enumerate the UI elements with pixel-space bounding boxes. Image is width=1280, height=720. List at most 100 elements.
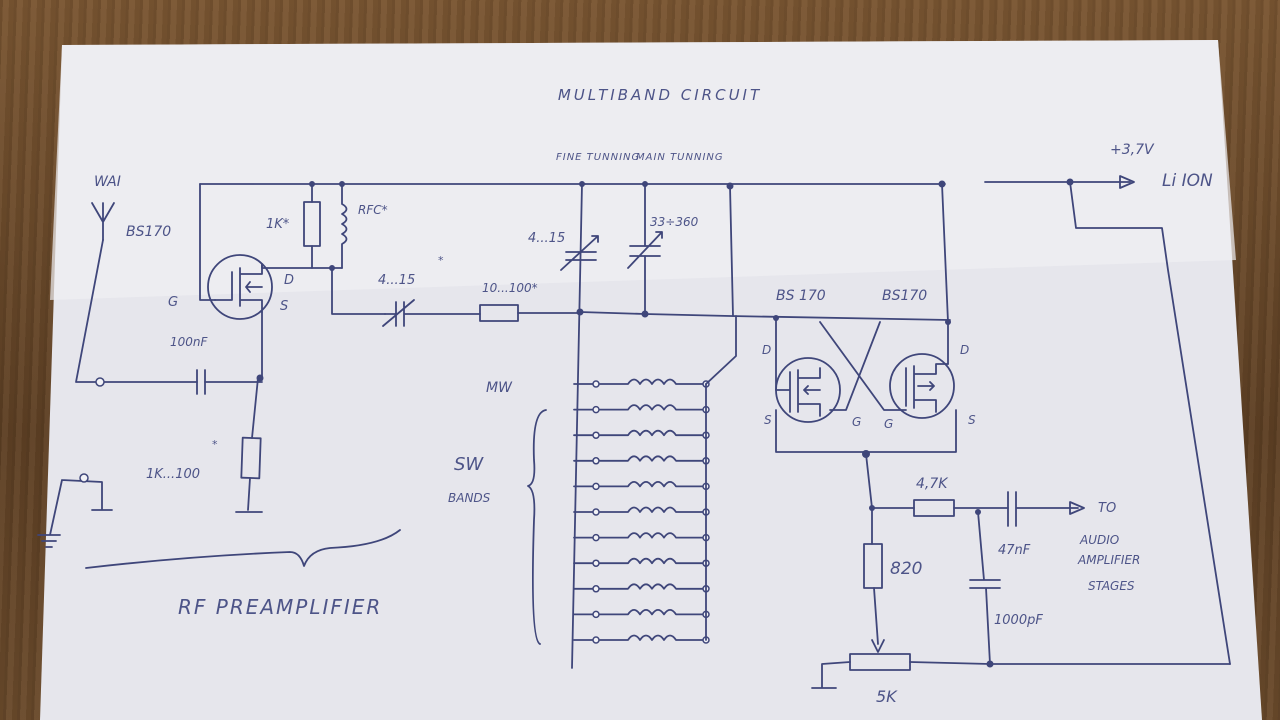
resistor-source-asterisk: * bbox=[212, 438, 218, 451]
band-contact bbox=[592, 457, 600, 465]
band-contact bbox=[592, 405, 600, 414]
cap-100nf-label: 100nF bbox=[170, 335, 209, 349]
q2-source-label: S bbox=[764, 413, 772, 427]
band-contact bbox=[592, 636, 600, 644]
rfc-inductor bbox=[341, 183, 348, 269]
cap-1000pf bbox=[969, 511, 1001, 665]
tuning-bus-horizontal bbox=[579, 311, 951, 321]
antenna-wire bbox=[75, 239, 104, 383]
band-contact bbox=[592, 533, 600, 542]
fine-tuning-capacitor bbox=[560, 235, 599, 271]
cap-47nf-label: 47nF bbox=[998, 543, 1031, 558]
band-contact bbox=[592, 610, 600, 619]
q3-gate-label: G bbox=[884, 417, 893, 431]
main-tuning-capacitor bbox=[627, 231, 663, 269]
band-contact bbox=[592, 559, 600, 567]
sw-label: SW bbox=[454, 454, 484, 475]
drain-wire bbox=[261, 263, 343, 269]
band-coil bbox=[573, 634, 710, 644]
band-selector-arm bbox=[705, 315, 737, 385]
band-contact bbox=[592, 508, 600, 516]
main-cap-label: 33÷360 bbox=[650, 215, 699, 229]
band-coil bbox=[573, 429, 710, 439]
section-brace bbox=[85, 529, 401, 569]
stages-label: STAGES bbox=[1088, 579, 1135, 593]
tuning-section: FINE TUNNING 4...15 MAIN TUNNING 33÷360 … bbox=[448, 152, 951, 669]
resistor-4k7-label: 4,7K bbox=[916, 476, 949, 492]
drain-output-wire bbox=[331, 267, 386, 315]
trimmer-asterisk: * bbox=[438, 254, 444, 267]
resistor-1k bbox=[303, 201, 321, 247]
mosfet-q3-internals bbox=[905, 363, 949, 413]
resistor-source-label: 1K...100 bbox=[146, 467, 200, 482]
junction-dot bbox=[986, 660, 994, 668]
mosfet-q1-symbol bbox=[207, 254, 273, 320]
band-contact bbox=[592, 585, 600, 593]
ground-symbol bbox=[37, 479, 113, 548]
terminal-dot bbox=[79, 473, 89, 483]
terminal-dot bbox=[95, 377, 105, 387]
amplifier-label: AMPLIFIER bbox=[1077, 553, 1140, 567]
audio-out-arrow bbox=[1069, 501, 1085, 515]
mosfet-q3-symbol bbox=[889, 353, 955, 419]
band-contact bbox=[592, 482, 600, 491]
cap-100nf bbox=[196, 369, 206, 395]
q1-gate-label: G bbox=[168, 295, 178, 310]
mosfet-q1-internals bbox=[214, 263, 263, 313]
potentiometer-wiper bbox=[871, 639, 885, 653]
main-tuning-label: MAIN TUNNING bbox=[636, 152, 724, 163]
resistor-820-leads bbox=[871, 507, 879, 645]
paper-highlight bbox=[50, 40, 1236, 300]
diagram-title: MULTIBAND CIRCUIT bbox=[558, 86, 762, 104]
supply-battery-label: Li ION bbox=[1162, 171, 1213, 191]
resistor-series-label: 10...100* bbox=[482, 281, 538, 295]
band-coil bbox=[573, 455, 710, 465]
q2-gate-label: G bbox=[852, 415, 861, 429]
band-coil bbox=[573, 532, 710, 542]
antenna-symbol bbox=[91, 202, 115, 241]
supply-arrow bbox=[1119, 175, 1135, 189]
potentiometer-label: 5K bbox=[876, 687, 898, 706]
fine-tuning-label: FINE TUNNING bbox=[556, 152, 640, 163]
band-coil bbox=[573, 404, 710, 414]
audio-label: AUDIO bbox=[1079, 533, 1119, 547]
rfc-label: RFC* bbox=[358, 203, 388, 217]
mosfet-q2-internals bbox=[775, 367, 821, 417]
resistor-820 bbox=[863, 543, 883, 589]
antenna-label: WAI bbox=[94, 174, 121, 190]
q3-drain-label: D bbox=[960, 343, 969, 357]
q3-type-label: BS170 bbox=[882, 288, 927, 304]
resistor-source bbox=[240, 436, 262, 480]
fine-cap-label: 4...15 bbox=[528, 231, 565, 246]
mw-label: MW bbox=[486, 380, 513, 396]
rf-preamplifier-section: WAI BS170 G D S 1K* RFC* 4...15 * 10...1… bbox=[37, 174, 586, 619]
q1-drain-label: D bbox=[284, 273, 294, 288]
cross-coupling-wire-a bbox=[819, 321, 907, 411]
q3-source-label: S bbox=[968, 413, 976, 427]
cap-47nf bbox=[1007, 491, 1079, 527]
band-contact bbox=[592, 380, 600, 388]
battery-return-loop bbox=[1069, 181, 1231, 665]
q2-drain-label: D bbox=[762, 343, 771, 357]
rail-to-bus-wire bbox=[729, 185, 734, 317]
q2-type-label: BS 170 bbox=[776, 288, 826, 304]
bands-label: BANDS bbox=[448, 491, 491, 505]
resistor-820-label: 820 bbox=[890, 559, 922, 579]
junction-dot bbox=[945, 319, 951, 325]
source-resistor-leads bbox=[235, 377, 263, 513]
sw-bands-brace bbox=[527, 409, 547, 645]
oscillator-section: BS 170 D S G BS170 G D S 4,7K 47nF TO AU… bbox=[584, 142, 1231, 706]
band-contact bbox=[592, 431, 600, 439]
cap-1000pf-label: 1000pF bbox=[994, 613, 1043, 628]
supply-voltage-label: +3,7V bbox=[1110, 142, 1155, 158]
q1-type-label: BS170 bbox=[126, 224, 171, 240]
junction-dot bbox=[579, 181, 585, 187]
rf-preamplifier-label: RF PREAMPLIFIER bbox=[178, 595, 382, 619]
top-rail-right bbox=[584, 181, 1131, 185]
band-coil bbox=[573, 583, 710, 593]
to-label: TO bbox=[1098, 501, 1116, 516]
tuning-bus-vertical bbox=[571, 183, 583, 669]
cross-coupling-wire-b bbox=[829, 321, 881, 411]
q1-source-label: S bbox=[280, 299, 288, 314]
